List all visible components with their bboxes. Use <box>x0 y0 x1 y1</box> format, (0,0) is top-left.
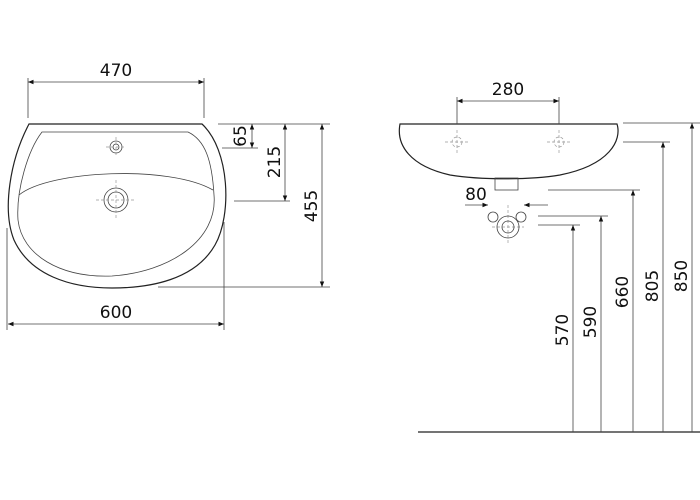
top-view: 470 600 65 215 455 <box>6 61 330 330</box>
dim-280: 280 <box>492 80 524 100</box>
dim-455: 455 <box>302 190 322 222</box>
dim-570: 570 <box>553 314 573 346</box>
dim-590: 590 <box>581 306 601 338</box>
dim-805: 805 <box>643 270 663 302</box>
dim-470: 470 <box>100 61 132 81</box>
dim-80: 80 <box>465 185 487 205</box>
side-view: 280 80 570 590 660 805 850 <box>398 80 700 433</box>
dim-215: 215 <box>265 146 285 178</box>
dim-65: 65 <box>231 125 251 147</box>
dim-660: 660 <box>613 276 633 308</box>
dim-850: 850 <box>672 260 692 292</box>
dim-600: 600 <box>100 303 132 323</box>
